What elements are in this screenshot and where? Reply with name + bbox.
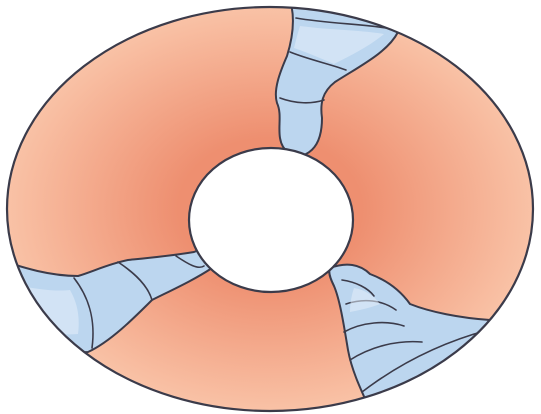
ring-inner-outline [189, 148, 353, 292]
crack-lower-left-highlight [10, 284, 79, 334]
